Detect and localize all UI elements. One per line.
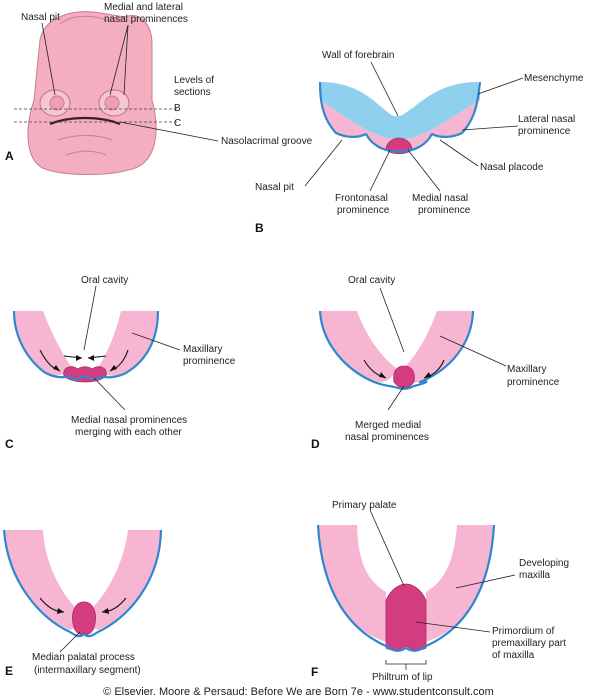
label-prominences-a-1: Medial and lateral bbox=[104, 2, 183, 13]
primary-palate-f bbox=[385, 583, 427, 651]
panel-d: Oral cavity Maxillary prominence Merged … bbox=[311, 275, 560, 451]
label-primordium-3: of maxilla bbox=[492, 650, 535, 661]
label-oral-cavity-c: Oral cavity bbox=[81, 275, 128, 286]
left-maxillary-c bbox=[14, 311, 72, 376]
label-levels-1: Levels of bbox=[174, 75, 214, 86]
label-developing-2: maxilla bbox=[519, 570, 551, 581]
label-primary-palate: Primary palate bbox=[332, 500, 397, 511]
merged-medial-nasal-d bbox=[393, 365, 415, 389]
panel-e: Median palatal process (intermaxillary s… bbox=[2, 529, 163, 678]
label-maxillary-c-1: Maxillary bbox=[183, 344, 222, 355]
medial-nasal-merging-c bbox=[63, 366, 107, 383]
forebrain-wall bbox=[320, 82, 480, 140]
label-prominences-a-2: nasal prominences bbox=[104, 14, 188, 25]
label-nasolacrimal-groove: Nasolacrimal groove bbox=[221, 136, 313, 147]
right-maxillary-d bbox=[402, 311, 473, 383]
label-level-c: C bbox=[174, 118, 181, 129]
label-median-palatal-2: (intermaxillary segment) bbox=[34, 665, 141, 676]
chin-fold bbox=[65, 150, 107, 156]
label-primordium-2: premaxillary part bbox=[492, 638, 566, 649]
panel-label-b: B bbox=[255, 221, 264, 235]
epithelium-c-left bbox=[12, 310, 86, 382]
right-maxillary-c bbox=[98, 311, 158, 376]
arrowhead-4 bbox=[88, 355, 94, 361]
right-maxilla-f bbox=[426, 525, 494, 642]
label-wall-of-forebrain: Wall of forebrain bbox=[322, 50, 394, 61]
arrowhead-6 bbox=[424, 372, 431, 378]
left-nasal-pit bbox=[49, 95, 65, 111]
panel-label-d: D bbox=[311, 437, 320, 451]
arrowhead-7 bbox=[57, 608, 64, 614]
label-developing-1: Developing bbox=[519, 558, 569, 569]
label-mesenchyme: Mesenchyme bbox=[524, 73, 584, 84]
panel-a: Nasal pit Medial and lateral nasal promi… bbox=[5, 2, 313, 175]
label-nasal-placode: Nasal placode bbox=[480, 162, 544, 173]
right-nasal-pit bbox=[104, 95, 120, 111]
left-maxillary-d bbox=[320, 311, 396, 383]
right-maxilla-e bbox=[88, 530, 161, 630]
label-maxillary-d-1: Maxillary bbox=[507, 364, 546, 375]
label-maxillary-d-2: prominence bbox=[507, 377, 560, 388]
philtrum-bracket bbox=[385, 660, 427, 670]
panel-label-e: E bbox=[5, 664, 13, 678]
label-levels-2: sections bbox=[174, 87, 211, 98]
panel-label-c: C bbox=[5, 437, 14, 451]
arrowhead-8 bbox=[102, 608, 109, 614]
label-merged-d-2: nasal prominences bbox=[345, 432, 429, 443]
panel-label-a: A bbox=[5, 149, 14, 163]
label-merged-d-1: Merged medial bbox=[355, 420, 421, 431]
frontonasal-tissue bbox=[320, 82, 480, 152]
embryo-head bbox=[27, 11, 157, 175]
label-lateral-nasal-1: Lateral nasal bbox=[518, 114, 575, 125]
label-primordium-1: Primordium of bbox=[492, 626, 554, 637]
label-oral-cavity-d: Oral cavity bbox=[348, 275, 395, 286]
label-level-b: B bbox=[174, 103, 181, 114]
copyright-notice: © Elsevier. Moore & Persaud: Before We a… bbox=[103, 686, 494, 698]
epithelium-e bbox=[2, 529, 163, 638]
panel-c: Oral cavity Maxillary prominence Medial … bbox=[5, 275, 236, 451]
arrowhead-2 bbox=[110, 365, 117, 371]
arrowhead-3 bbox=[76, 355, 82, 361]
epithelium-c-right bbox=[84, 310, 160, 382]
label-merging-c-2: merging with each other bbox=[75, 427, 182, 438]
panel-b: Wall of forebrain Mesenchyme Lateral nas… bbox=[255, 50, 584, 235]
label-frontonasal-1: Frontonasal bbox=[335, 193, 388, 204]
epithelium-f bbox=[316, 524, 496, 652]
label-philtrum: Philtrum of lip bbox=[372, 672, 433, 683]
forehead-fold bbox=[59, 15, 111, 25]
epithelium-b bbox=[318, 81, 482, 154]
label-frontonasal-2: prominence bbox=[337, 205, 390, 216]
label-medial-nasal-2: prominence bbox=[418, 205, 471, 216]
left-maxilla-e bbox=[4, 530, 80, 630]
medial-nasal-prominence-b bbox=[385, 137, 413, 155]
label-nasal-pit-b: Nasal pit bbox=[255, 182, 294, 193]
arrowhead-1 bbox=[53, 365, 60, 371]
label-nasal-pit-a: Nasal pit bbox=[21, 12, 60, 23]
epithelium-d bbox=[318, 310, 475, 390]
label-medial-nasal-1: Medial nasal bbox=[412, 193, 468, 204]
arrowhead-5 bbox=[379, 372, 386, 378]
lower-jaw-fold bbox=[57, 135, 113, 141]
label-merging-c-1: Medial nasal prominences bbox=[71, 415, 187, 426]
panel-label-f: F bbox=[311, 665, 318, 679]
panel-f: Primary palate Developing maxilla Primor… bbox=[311, 500, 569, 683]
left-maxilla-f bbox=[318, 525, 386, 642]
median-palatal-process-e bbox=[72, 601, 96, 636]
label-lateral-nasal-2: prominence bbox=[518, 126, 571, 137]
label-median-palatal-1: Median palatal process bbox=[32, 652, 135, 663]
label-maxillary-c-2: prominence bbox=[183, 356, 236, 367]
